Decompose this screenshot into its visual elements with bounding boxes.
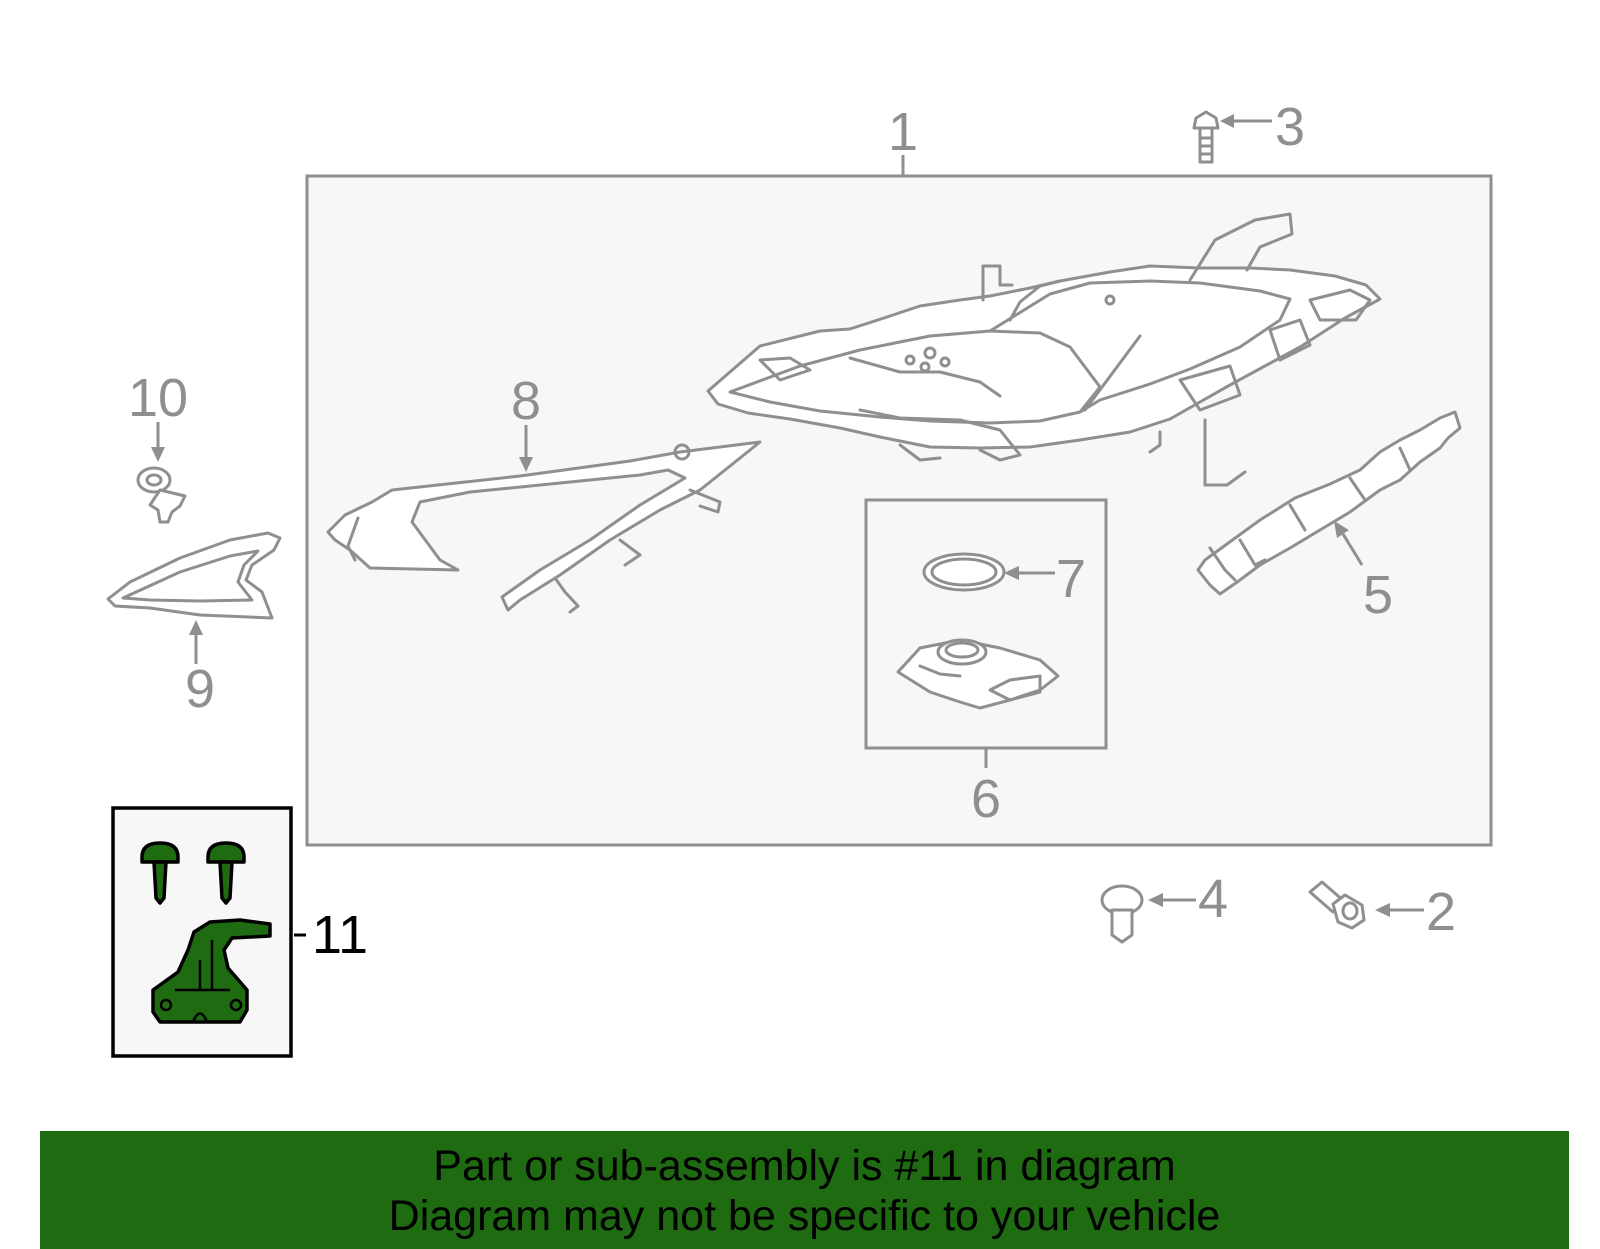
- callout-3[interactable]: 3: [1275, 97, 1305, 157]
- banner-line-2: Diagram may not be specific to your vehi…: [388, 1192, 1221, 1240]
- callout-8[interactable]: 8: [511, 371, 541, 431]
- banner-line-1: Part or sub-assembly is #11 in diagram: [433, 1142, 1176, 1190]
- callout-9[interactable]: 9: [185, 659, 215, 719]
- callout-4[interactable]: 4: [1198, 869, 1228, 929]
- ring-7-illustration[interactable]: [922, 552, 1006, 592]
- clip-10-illustration[interactable]: [136, 466, 187, 524]
- screws-11-illustration[interactable]: [140, 841, 246, 905]
- bolt-3-illustration[interactable]: [1192, 110, 1220, 164]
- trim-strip-8-illustration[interactable]: [326, 440, 762, 614]
- callout-10[interactable]: 10: [128, 368, 188, 428]
- bracket-11-illustration[interactable]: [151, 918, 272, 1024]
- callout-7[interactable]: 7: [1056, 549, 1086, 609]
- callout-6[interactable]: 6: [971, 769, 1001, 829]
- bracket-5-illustration[interactable]: [1196, 410, 1462, 596]
- callout-1[interactable]: 1: [888, 102, 918, 162]
- clip-4-illustration[interactable]: [1100, 884, 1144, 944]
- headlamp-housing-illustration[interactable]: [706, 212, 1382, 487]
- callout-11[interactable]: 11: [312, 905, 368, 965]
- ballast-subassembly-box: [864, 498, 1108, 750]
- callout-5[interactable]: 5: [1363, 565, 1393, 625]
- trim-9-illustration[interactable]: [106, 531, 282, 620]
- callout-2[interactable]: 2: [1426, 882, 1456, 942]
- ballast-6-illustration[interactable]: [896, 638, 1060, 710]
- bolt-2-illustration[interactable]: [1308, 880, 1366, 930]
- info-banner: Part or sub-assembly is #11 in diagram D…: [40, 1131, 1569, 1249]
